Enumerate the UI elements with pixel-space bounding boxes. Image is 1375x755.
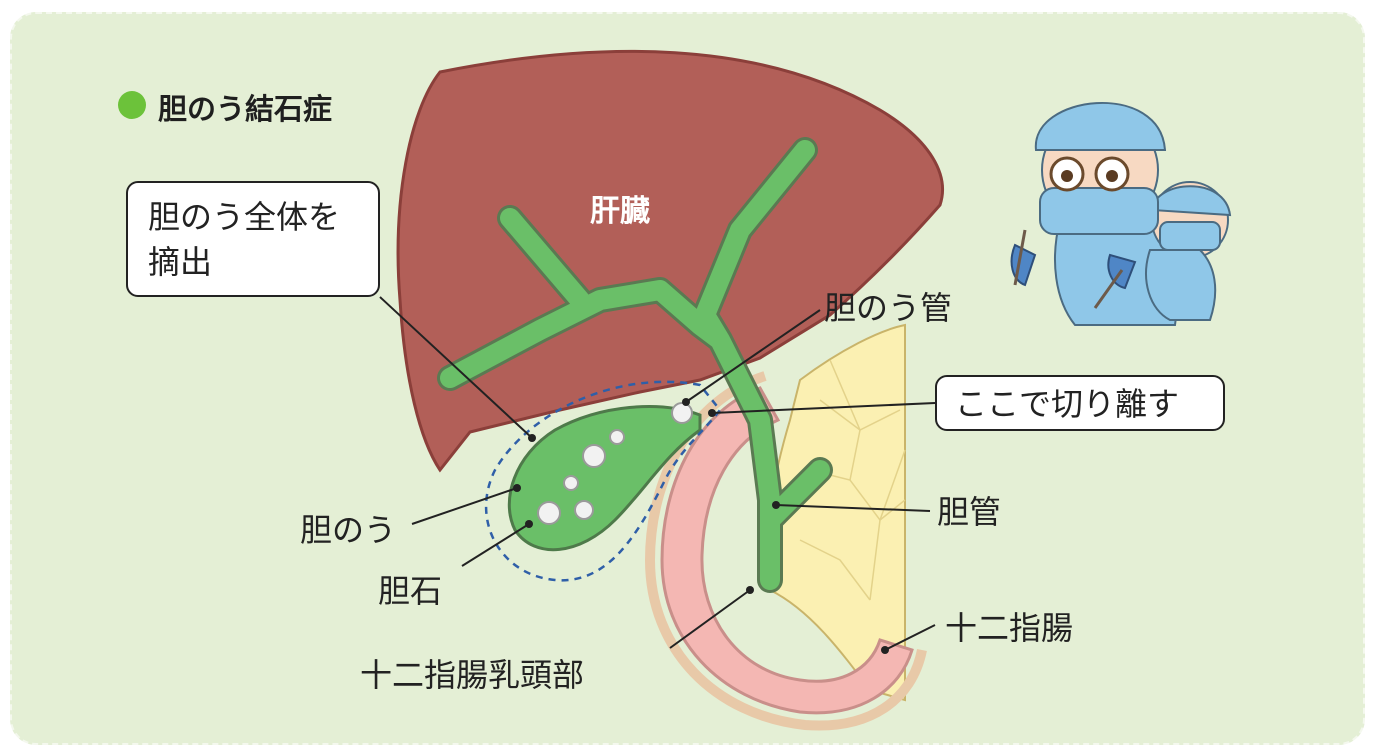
cystic-duct-label: 胆のう管 bbox=[824, 283, 952, 329]
bile-duct-label: 胆管 bbox=[937, 487, 1001, 533]
liver-label: 肝臓 bbox=[590, 186, 650, 230]
remove-line-1: 胆のう全体を bbox=[148, 195, 378, 240]
duodenum-label: 十二指腸 bbox=[945, 603, 1073, 649]
gallstone-label: 胆石 bbox=[378, 566, 442, 612]
surgeon-illustration bbox=[1012, 103, 1230, 325]
gallbladder-label: 胆のう bbox=[300, 505, 396, 551]
remove-gallbladder-callout: 胆のう全体を 摘出 bbox=[126, 181, 380, 297]
cut-here-callout: ここで切り離す bbox=[935, 375, 1225, 431]
diagram-title: 胆のう結石症 bbox=[158, 86, 332, 128]
title-bullet bbox=[118, 91, 146, 119]
papilla-label: 十二指腸乳頭部 bbox=[360, 650, 584, 696]
remove-line-2: 摘出 bbox=[148, 240, 378, 285]
